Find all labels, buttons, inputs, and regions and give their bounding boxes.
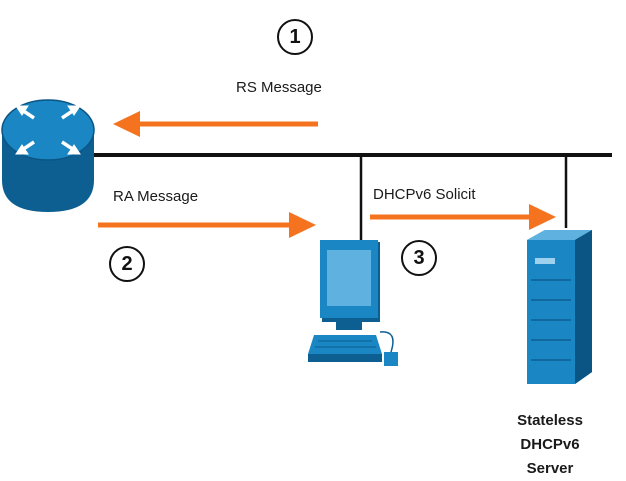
network-diagram bbox=[1, 99, 612, 384]
step-1-badge: 1 bbox=[277, 19, 313, 55]
rs-message-label: RS Message bbox=[236, 79, 322, 96]
server-caption-line-1: Stateless DHCPv6 bbox=[517, 412, 583, 453]
workstation-icon bbox=[308, 240, 398, 366]
rs-arrow bbox=[113, 111, 318, 137]
ra-message-label: RA Message bbox=[113, 188, 199, 205]
router-icon bbox=[1, 99, 95, 212]
step-3-badge: 3 bbox=[401, 240, 437, 276]
step-2-badge: 2 bbox=[109, 246, 145, 282]
dhcpv6-solicit-label: DHCPv6 Solicit bbox=[373, 186, 476, 203]
server-caption: Stateless DHCPv6 Server bbox=[488, 409, 612, 481]
server-icon bbox=[527, 230, 592, 384]
ra-arrow bbox=[98, 212, 316, 238]
server-caption-line-2: Server bbox=[526, 460, 574, 477]
solicit-arrow bbox=[370, 204, 556, 230]
